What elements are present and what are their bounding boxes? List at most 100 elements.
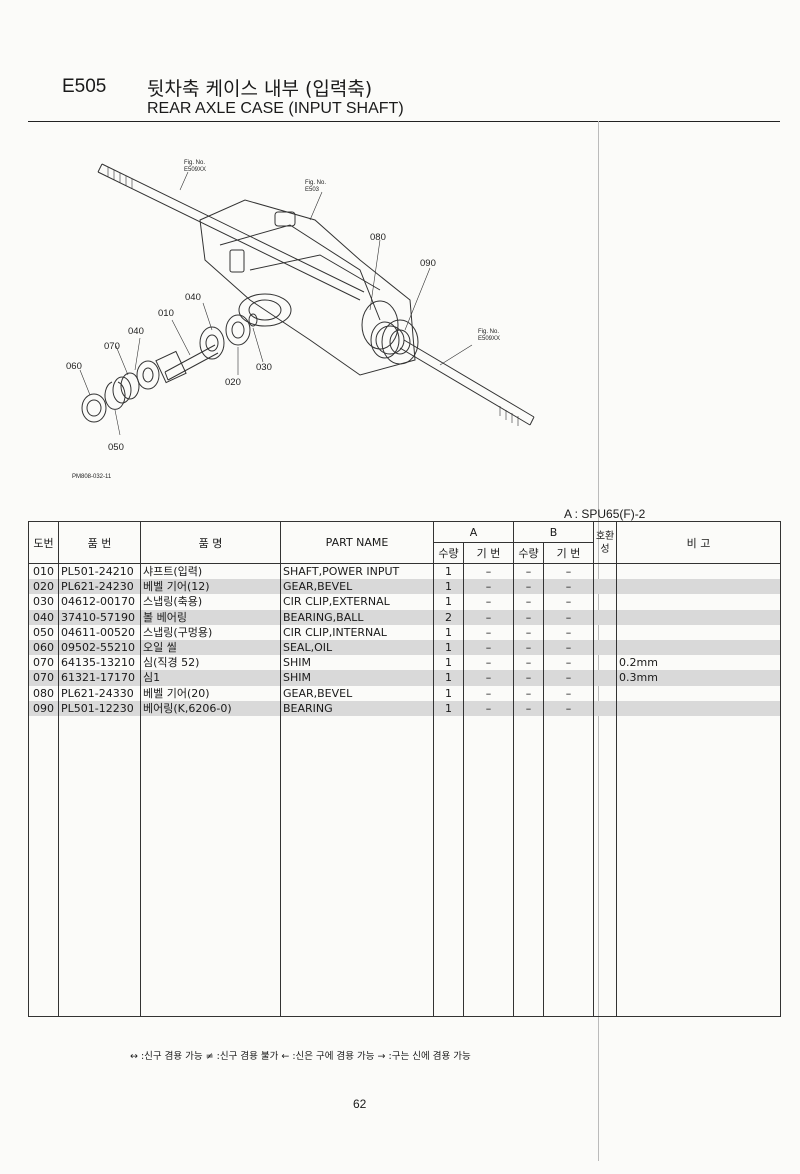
- callout: 090: [420, 258, 436, 269]
- empty-cell: [28, 715, 59, 1017]
- clip-030: [248, 313, 258, 327]
- cell-remarks: 0.3mm: [616, 670, 782, 686]
- shim-070-a: [120, 372, 140, 400]
- shaft-right: [399, 339, 535, 426]
- oil-seal-060: [81, 393, 107, 423]
- cell-a-std: –: [463, 594, 514, 610]
- fig-ref-label: Fig. No.: [184, 160, 205, 166]
- col-header-a-std: 기 번: [463, 542, 514, 564]
- col-header-b-qty: 수량: [513, 542, 544, 564]
- cell-part-no: PL621-24230: [58, 579, 141, 595]
- parts-table: 도번 품 번 품 명 PART NAME A B 호환성 비 고 수량 기 번 …: [28, 521, 782, 1017]
- cell-interchange: [593, 670, 618, 686]
- cell-remarks: [616, 579, 782, 595]
- cell-remarks: 0.2mm: [616, 655, 782, 671]
- empty-cell: [463, 715, 514, 1017]
- cell-a-std: –: [463, 655, 514, 671]
- col-header-remarks: 비 고: [616, 521, 782, 564]
- cell-b-std: –: [542, 700, 595, 716]
- cell-b-qty: –: [513, 609, 544, 625]
- cell-name-ko: 심1: [140, 670, 281, 686]
- cell-a-qty: 1: [433, 685, 464, 701]
- cell-interchange: [593, 639, 618, 656]
- page-number: 62: [353, 1097, 367, 1111]
- empty-cell: [433, 715, 464, 1017]
- callout: 070: [104, 341, 120, 352]
- col-header-interchange: 호환성: [593, 521, 618, 564]
- col-header-a-qty: 수량: [433, 542, 464, 564]
- callout: 010: [158, 308, 174, 319]
- bevel-gear-020: [225, 314, 251, 346]
- shaft-upper: [97, 163, 365, 301]
- empty-cell: [513, 715, 544, 1017]
- table-filler: [28, 715, 782, 1017]
- cell-b-std: –: [542, 594, 595, 610]
- callout: 040: [185, 292, 201, 303]
- title-english: REAR AXLE CASE (INPUT SHAFT): [147, 100, 404, 117]
- cell-b-std: –: [542, 639, 595, 656]
- cell-b-qty: –: [513, 624, 544, 640]
- title-korean: 뒷차축 케이스 내부 (입력축): [147, 78, 373, 100]
- cell-part-no: 04612-00170: [58, 594, 141, 610]
- cell-part-no: 61321-17170: [58, 670, 141, 686]
- cell-name-ko: 볼 베어링: [140, 609, 281, 625]
- cell-a-qty: 1: [433, 670, 464, 686]
- fig-ref-code: E509XX: [478, 336, 500, 342]
- empty-cell: [616, 715, 782, 1017]
- cell-a-qty: 1: [433, 639, 464, 656]
- cell-a-qty: 2: [433, 609, 464, 625]
- col-header-name-ko: 품 명: [140, 521, 281, 564]
- cell-a-qty: 1: [433, 563, 464, 580]
- cell-no: 090: [28, 700, 59, 716]
- cell-part-name: CIR CLIP,INTERNAL: [280, 624, 434, 640]
- cell-name-ko: 오일 씰: [140, 639, 281, 656]
- cell-b-qty: –: [513, 700, 544, 716]
- cell-remarks: [616, 700, 782, 716]
- cell-b-std: –: [542, 609, 595, 625]
- cell-part-name: SHIM: [280, 670, 434, 686]
- fig-ref-label: Fig. No.: [478, 329, 499, 335]
- cell-remarks: [616, 685, 782, 701]
- fig-ref-label: Fig. No.: [305, 180, 326, 186]
- cell-part-no: 09502-55210: [58, 639, 141, 656]
- empty-cell: [593, 715, 618, 1017]
- compatibility-legend: ↔ :신구 겸용 가능 ≠ :신구 겸용 불가 ← :신은 구에 겸용 가능 →…: [130, 1051, 471, 1062]
- cell-part-no: 64135-13210: [58, 655, 141, 671]
- cell-b-std: –: [542, 563, 595, 580]
- cell-interchange: [593, 609, 618, 625]
- cell-no: 020: [28, 579, 59, 595]
- cell-name-ko: 베벨 기어(20): [140, 685, 281, 701]
- col-header-no: 도번: [28, 521, 59, 564]
- callout: 030: [256, 362, 272, 373]
- exploded-parts-diagram: Fig. No. E509XX Fig. No. E503 Fig. No. E…: [66, 160, 535, 480]
- cell-interchange: [593, 579, 618, 595]
- header-rule: [28, 121, 780, 122]
- cell-remarks: [616, 639, 782, 656]
- cell-remarks: [616, 624, 782, 640]
- callout: 050: [108, 442, 124, 453]
- cell-part-no: 37410-57190: [58, 609, 141, 625]
- cell-name-ko: 베벨 기어(12): [140, 579, 281, 595]
- cell-a-std: –: [463, 700, 514, 716]
- cell-b-std: –: [542, 655, 595, 671]
- drawing-code: PM808-032-11: [72, 474, 112, 480]
- cell-name-ko: 심(직경 52): [140, 655, 281, 671]
- cell-name-ko: 스냅링(축용): [140, 594, 281, 610]
- fig-ref-code: E509XX: [184, 167, 206, 173]
- cell-part-no: PL501-24210: [58, 563, 141, 580]
- cell-interchange: [593, 700, 618, 716]
- shim-070-b: [112, 376, 132, 404]
- cell-remarks: [616, 609, 782, 625]
- cell-b-qty: –: [513, 685, 544, 701]
- cell-no: 050: [28, 624, 59, 640]
- cell-no: 060: [28, 639, 59, 656]
- cell-part-name: BEARING: [280, 700, 434, 716]
- cell-a-std: –: [463, 685, 514, 701]
- rear-axle-housing: [199, 199, 416, 376]
- bearing-040-a: [199, 326, 225, 360]
- cell-b-std: –: [542, 685, 595, 701]
